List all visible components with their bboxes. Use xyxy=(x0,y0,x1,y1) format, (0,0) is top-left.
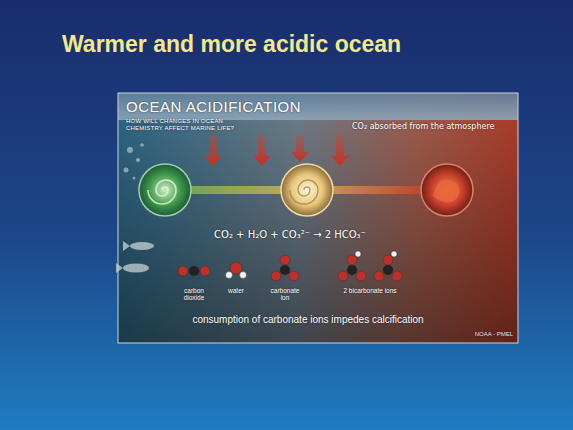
molecule-label: carbonate ion xyxy=(267,287,303,302)
molecule-label: water xyxy=(216,287,256,294)
panel-caption: consumption of carbonate ions impedes ca… xyxy=(158,314,458,326)
panel-subtitle: HOW WILL CHANGES IN OCEAN CHEMISTRY AFFE… xyxy=(126,118,256,132)
co2-note: CO₂ absorbed from the atmosphere xyxy=(352,122,512,131)
panel-header: OCEAN ACIDIFICATION xyxy=(126,98,326,115)
molecule-label: 2 bicarbonate ions xyxy=(342,287,398,294)
molecule-label: carbon dioxide xyxy=(175,287,213,302)
slide-title: Warmer and more acidic ocean xyxy=(62,31,401,58)
credit-note: NOAA - PMEL xyxy=(453,331,513,338)
reaction-equation: CO₂ + H₂O + CO₃²⁻ → 2 HCO₃⁻ xyxy=(175,229,405,241)
